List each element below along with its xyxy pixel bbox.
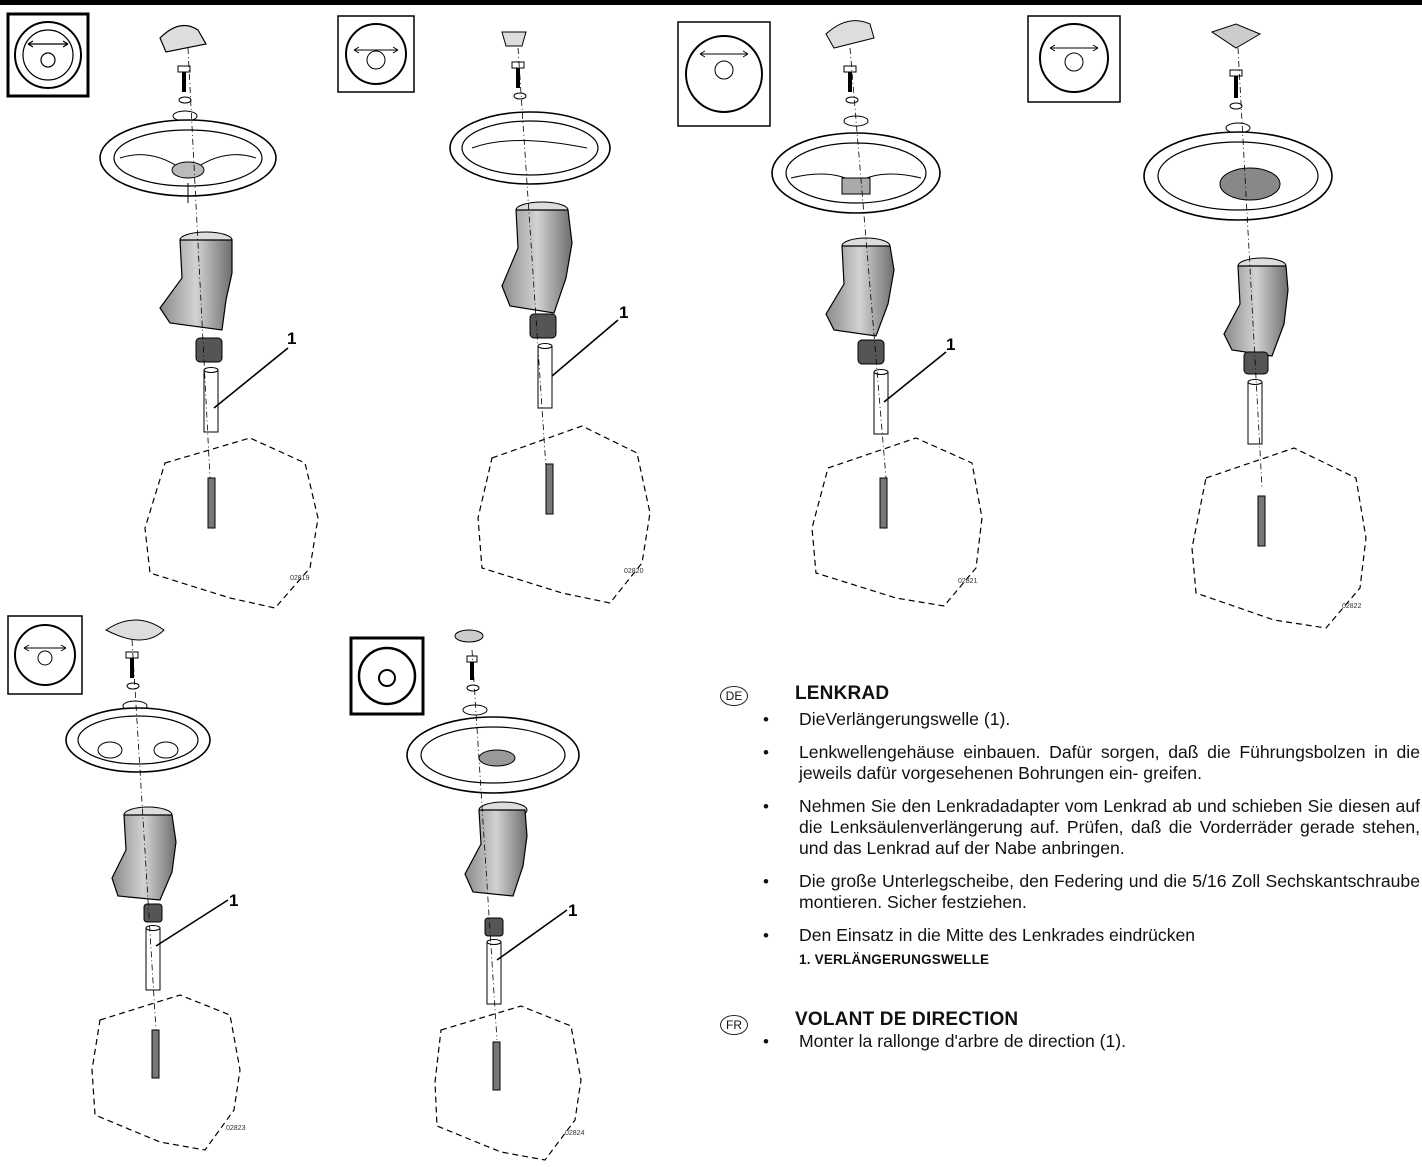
top-rule [0, 0, 1422, 5]
list-item: Den Einsatz in die Mitte des Lenkrades e… [763, 925, 1420, 946]
tractor-outline [91, 994, 241, 1151]
callout-number: 1 [229, 891, 238, 910]
part-number: 02821 [958, 578, 978, 585]
hex-bolt [466, 655, 478, 680]
steering-assembly-diagram-5: 1 02823 [0, 610, 300, 1167]
language-badge-fr: FR [720, 1015, 748, 1035]
list-item: Nehmen Sie den Lenkradadapter vom Lenkra… [763, 796, 1420, 859]
steering-assembly-diagram-1: 1 02819 [0, 8, 340, 609]
part-number: 02819 [290, 575, 310, 582]
steering-wheel [449, 111, 611, 185]
tractor-outline [434, 1005, 582, 1161]
center-cap [501, 31, 527, 47]
adapter [143, 903, 163, 923]
column-housing [501, 201, 573, 314]
part-number: 02823 [226, 1125, 246, 1132]
wheel-style-thumbnail [677, 21, 771, 127]
part-number: 02824 [565, 1130, 585, 1137]
column-housing [159, 231, 233, 331]
extension-shaft [203, 367, 219, 433]
wheel-style-thumbnail [1027, 15, 1121, 103]
tractor-outline [144, 437, 319, 609]
steering-wheel [99, 119, 277, 203]
callout-leader [496, 909, 568, 961]
tractor-outline [811, 437, 983, 607]
column-housing [825, 237, 895, 337]
steering-wheel [771, 132, 941, 214]
washer [172, 96, 198, 122]
adapter [1243, 351, 1269, 375]
steering-assembly-diagram-3: 1 02821 [676, 8, 1016, 608]
washer [122, 682, 148, 712]
wheel-style-thumbnail [349, 636, 425, 716]
callout-number: 1 [287, 329, 296, 348]
wheel-style-thumbnail [7, 615, 83, 695]
callout-number: 1 [946, 335, 955, 354]
part-number: 02822 [1342, 603, 1362, 610]
extension-shaft [1247, 379, 1263, 445]
washer [1225, 102, 1251, 134]
center-cap [825, 20, 875, 49]
center-cap [1210, 23, 1262, 49]
column-housing [111, 806, 177, 901]
center-cap [454, 629, 484, 643]
list-item: Monter la rallonge d'arbre de direction … [763, 1031, 1420, 1052]
instructions-column: DE LENKRAD DieVerlängerungswelle (1). Le… [720, 683, 1420, 1064]
steering-wheel [1143, 131, 1333, 221]
steps-list-de: DieVerlängerungswelle (1). Lenkwellengeh… [763, 709, 1420, 946]
section-fr: FR VOLANT DE DIRECTION Monter la rallong… [720, 1009, 1420, 1052]
tractor-outline [1191, 447, 1367, 629]
washer [462, 684, 488, 716]
adapter [484, 917, 504, 937]
adapter [195, 337, 223, 363]
section-title-fr: VOLANT DE DIRECTION [795, 1009, 1019, 1030]
column-housing [464, 801, 528, 897]
hex-bolt [125, 651, 139, 678]
callout-number: 1 [568, 901, 577, 920]
hex-bolt [843, 65, 857, 92]
part-number: 02820 [624, 568, 644, 575]
hex-bolt [177, 65, 191, 92]
steering-assembly-diagram-2: 1 02820 [332, 8, 672, 608]
tractor-outline [477, 425, 651, 604]
washer [843, 96, 869, 127]
adapter [857, 339, 885, 365]
callout-leader [551, 319, 619, 377]
steps-list-fr: Monter la rallonge d'arbre de direction … [763, 1031, 1420, 1052]
hex-bolt [511, 61, 525, 88]
callout-leader [155, 899, 229, 947]
extension-shaft [537, 343, 553, 409]
wheel-style-thumbnail [337, 15, 415, 93]
steering-wheel [406, 716, 580, 794]
steering-assembly-diagram-6: 1 02824 [345, 629, 645, 1167]
center-cap [105, 619, 165, 641]
section-title-de: LENKRAD [795, 683, 890, 704]
adapter [529, 313, 557, 339]
language-badge-de: DE [720, 686, 748, 706]
figure-caption-de: 1. VERLÄNGERUNGSWELLE [799, 952, 990, 967]
column-housing [1223, 257, 1289, 357]
extension-shaft [873, 369, 889, 435]
callout-number: 1 [619, 303, 628, 322]
center-cap [159, 24, 207, 53]
section-de: DE LENKRAD DieVerlängerungswelle (1). Le… [720, 683, 1420, 967]
extension-shaft [486, 939, 502, 1005]
callout-leader [213, 347, 289, 409]
list-item: DieVerlängerungswelle (1). [763, 709, 1420, 730]
steering-assembly-diagram-4: 02822 [1026, 8, 1422, 638]
list-item: Die große Unterlegscheibe, den Federing … [763, 871, 1420, 913]
hex-bolt [1229, 69, 1243, 98]
callout-leader [883, 351, 947, 403]
wheel-style-thumbnail [6, 12, 90, 98]
list-item: Lenkwellengehäuse einbauen. Dafür sorgen… [763, 742, 1420, 784]
